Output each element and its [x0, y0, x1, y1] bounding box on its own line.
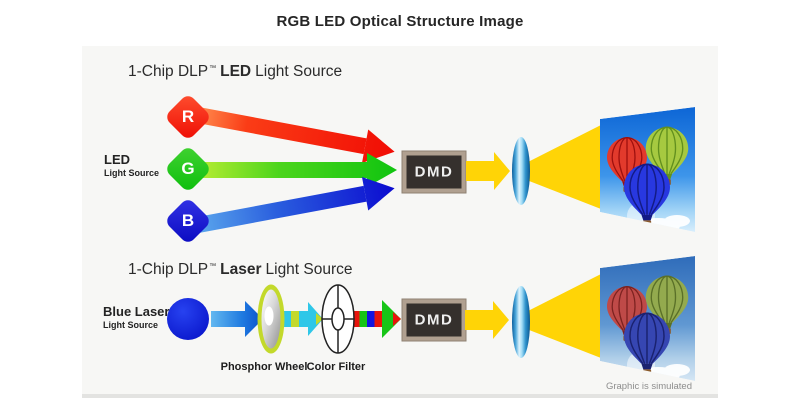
- red-chip-letter: R: [181, 107, 195, 126]
- trademark-symbol: ™: [209, 263, 217, 270]
- dmd-label-bottom: DMD: [414, 311, 454, 329]
- heading-highlight: Laser: [220, 261, 262, 278]
- page-title: RGB LED Optical Structure Image: [276, 13, 524, 30]
- laser-section-graphics: [167, 256, 695, 381]
- red-beam-arrow: [196, 107, 395, 163]
- heading-suffix: Light Source: [255, 63, 343, 80]
- blue-beam-arrow: [196, 177, 395, 233]
- blue-laser-arrow: [211, 301, 263, 337]
- color-filter-wheel: [321, 284, 355, 354]
- red-led-diamond: [167, 96, 209, 138]
- led-source-line1: LED: [104, 152, 130, 167]
- projection-cone-bottom: [524, 274, 601, 358]
- yellow-arrow-bottom: [465, 301, 509, 339]
- dmd-chip-top: [401, 150, 467, 194]
- phosphor-wheel-label: Phosphor Wheel: [220, 361, 308, 373]
- dmd-chip-bottom: [401, 298, 467, 342]
- trademark-symbol: ™: [209, 65, 217, 72]
- heading-prefix: 1-Chip DLP: [128, 261, 209, 278]
- phosphor-wheel: [257, 284, 285, 354]
- yellow-arrow-top: [466, 152, 510, 190]
- panel-bottom-strip: [82, 394, 718, 398]
- laser-source-line2: Light Source: [103, 319, 159, 330]
- green-beam-arrow: [200, 153, 397, 187]
- color-filter-label: Color Filter: [306, 361, 366, 373]
- footnote: Graphic is simulated: [605, 381, 692, 392]
- led-source-label: LED Light Source: [104, 152, 160, 178]
- lens-bottom: [512, 286, 530, 358]
- led-section-graphics: [167, 96, 695, 242]
- blue-led-diamond: [167, 200, 209, 242]
- heading-prefix: 1-Chip DLP: [128, 63, 209, 80]
- rgb-segment-arrow: [352, 300, 401, 338]
- lens-top: [512, 137, 530, 205]
- blue-laser-circle: [167, 298, 209, 340]
- dmd-label-top: DMD: [414, 163, 454, 181]
- laser-source-line1: Blue Laser: [103, 304, 170, 319]
- heading-highlight: LED: [220, 63, 252, 80]
- heading-suffix: Light Source: [265, 261, 353, 278]
- projection-cone-top: [524, 125, 601, 209]
- green-led-diamond: [167, 148, 209, 190]
- green-chip-letter: G: [181, 159, 195, 178]
- cyan-lime-segment-arrow: [281, 302, 323, 336]
- blue-chip-letter: B: [181, 211, 195, 230]
- laser-source-label: Blue Laser Light Source: [103, 304, 170, 330]
- led-source-line2: Light Source: [104, 167, 160, 178]
